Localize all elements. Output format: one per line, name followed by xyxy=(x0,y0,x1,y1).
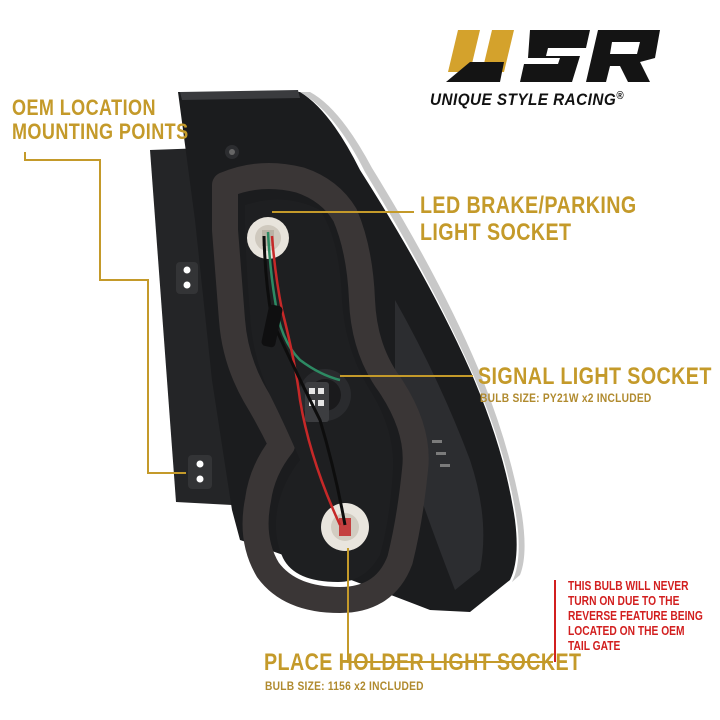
brand-name: UNIQUE STYLE RACING® xyxy=(430,90,624,109)
callout-line-mounting-lower xyxy=(100,279,186,474)
signal-socket-label: SIGNAL LIGHT SOCKET xyxy=(478,363,712,390)
mounting-point-upper xyxy=(176,262,198,294)
housing-top-rim xyxy=(180,90,300,100)
housing-inner-bezel xyxy=(395,300,484,590)
callout-line-placeholder xyxy=(347,548,553,663)
mounting-point-lower xyxy=(188,455,212,489)
top-bolt xyxy=(225,145,239,159)
wire-connector xyxy=(261,304,283,348)
housing-markings xyxy=(432,440,450,467)
mounting-label: OEM LOCATION MOUNTING POINTS xyxy=(12,95,189,144)
usr-logo-mark xyxy=(446,30,660,82)
placeholder-socket-label: PLACE HOLDER LIGHT SOCKET xyxy=(264,649,582,676)
wire-black xyxy=(262,235,347,526)
wire-green xyxy=(266,231,341,382)
signal-bulb-size: BULB SIZE: PY21W x2 INCLUDED xyxy=(480,391,652,405)
reverse-warning-note: THIS BULB WILL NEVER TURN ON DUE TO THE … xyxy=(568,579,703,653)
brake-socket-label: LED BRAKE/PARKING LIGHT SOCKET xyxy=(420,192,637,246)
callout-lines xyxy=(24,152,553,663)
placeholder-socket-graphic xyxy=(321,503,369,551)
callout-line-mounting xyxy=(24,152,148,281)
gasket-seal xyxy=(212,163,429,613)
signal-socket-graphic xyxy=(299,369,351,422)
placeholder-bulb-size: BULB SIZE: 1156 x2 INCLUDED xyxy=(265,679,424,693)
